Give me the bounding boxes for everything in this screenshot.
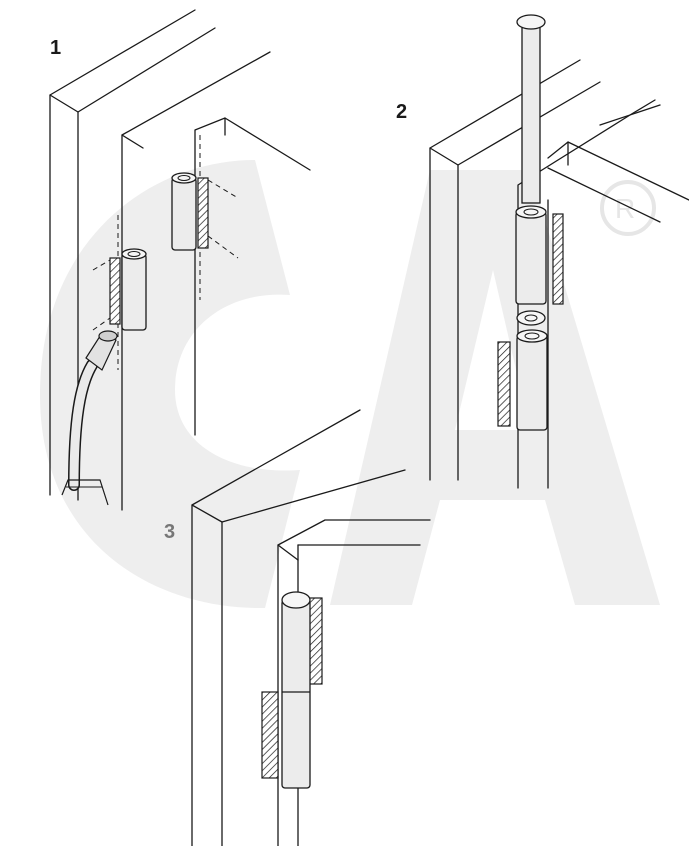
panel-1-frame-hinge-half bbox=[92, 215, 147, 370]
watermark-letter-a bbox=[330, 170, 660, 605]
watermark-logo: R bbox=[40, 160, 660, 609]
welding-torch-icon bbox=[61, 330, 118, 506]
panel-1-frame bbox=[49, 9, 311, 511]
panel-1-door-hinge-half bbox=[171, 172, 239, 259]
step-2-label: 2 bbox=[396, 101, 408, 123]
step-3-label: 3 bbox=[164, 521, 176, 543]
hinge-pin-icon bbox=[516, 14, 546, 204]
step-1-label: 1 bbox=[50, 37, 62, 59]
panel-2-bushing-ring bbox=[516, 310, 546, 326]
panel-2-upper-hinge-half bbox=[515, 205, 564, 305]
watermark-registered-mark: R bbox=[615, 193, 635, 224]
panel-2-frame bbox=[429, 59, 689, 489]
watermark-registered-circle bbox=[600, 180, 656, 236]
panel-2-lower-hinge-half bbox=[497, 329, 548, 431]
panel-3-assembled-hinge bbox=[261, 591, 323, 789]
